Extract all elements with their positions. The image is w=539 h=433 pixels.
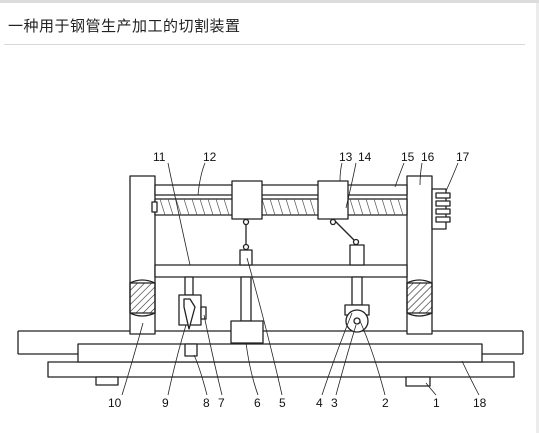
roller-hub (353, 317, 361, 325)
label-3: 3 (331, 396, 338, 410)
scrollbar-track[interactable] (536, 3, 539, 433)
slider-left (231, 180, 263, 220)
pivot-right-top (329, 218, 337, 226)
pivot-right-bottom (352, 238, 360, 246)
label-15: 15 (401, 150, 415, 164)
pivot-left-top (242, 218, 250, 226)
cutter-support (184, 343, 198, 357)
label-11: 11 (153, 150, 166, 164)
label-17: 17 (456, 150, 470, 164)
link-rod-right (332, 218, 358, 244)
cylinder-left-head (239, 249, 253, 266)
label-8: 8 (203, 396, 210, 410)
page-title: 一种用于钢管生产加工的切割装置 (8, 17, 241, 35)
label-16: 16 (421, 150, 435, 164)
cylinder-right-head (349, 244, 365, 266)
left-column-spring (129, 279, 156, 317)
label-1: 1 (433, 396, 440, 410)
motor-fins (435, 192, 451, 223)
lower-platform (77, 343, 483, 363)
base-plate (47, 361, 515, 378)
middle-crossbar (154, 264, 408, 278)
label-18: 18 (473, 396, 487, 410)
label-7: 7 (218, 396, 225, 410)
label-2: 2 (382, 396, 389, 410)
label-10: 10 (108, 396, 122, 410)
title-divider (4, 44, 525, 45)
left-column-hatch (129, 282, 156, 314)
leader-lines (121, 162, 480, 396)
top-rail (154, 184, 408, 196)
label-14: 14 (358, 150, 372, 164)
patent-drawing: 11 12 13 14 15 16 17 10 9 8 7 6 5 4 3 2 … (17, 150, 524, 410)
cutter-blade (183, 298, 196, 330)
screw-end-left (151, 201, 158, 213)
screw-thread (159, 198, 404, 216)
piston-left-rod (240, 276, 252, 322)
piston-right-rod (351, 276, 363, 306)
right-column-spring (406, 279, 433, 317)
pivot-left-bottom (242, 243, 250, 251)
cutter-stem (184, 276, 194, 296)
clamp-bolt (200, 306, 207, 320)
label-4: 4 (316, 396, 323, 410)
slider-right (317, 180, 349, 220)
label-5: 5 (279, 396, 286, 410)
foot-left (95, 376, 119, 386)
support-block (405, 376, 431, 387)
label-6: 6 (254, 396, 261, 410)
right-column-hatch (406, 282, 433, 314)
piston-left-base (230, 320, 264, 344)
label-13: 13 (339, 150, 353, 164)
label-12: 12 (203, 150, 217, 164)
label-9: 9 (162, 396, 169, 410)
